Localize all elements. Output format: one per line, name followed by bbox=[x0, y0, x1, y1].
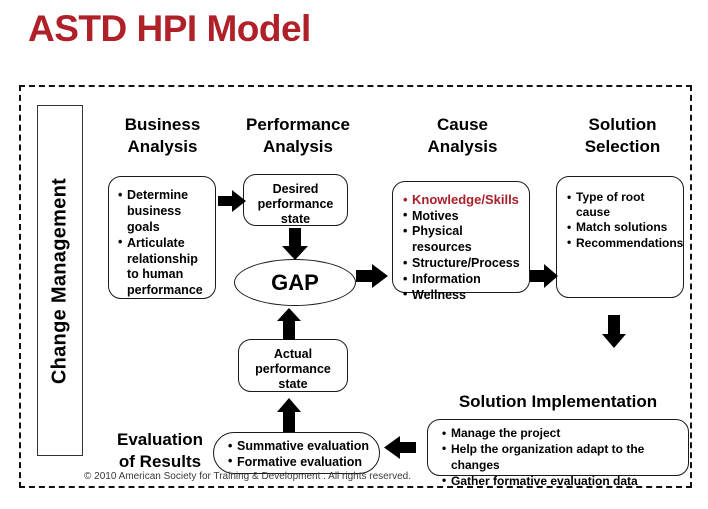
change-management-label: Change Management bbox=[48, 177, 71, 384]
list-item: Summative evaluation bbox=[228, 439, 375, 455]
list-item: Recommendations bbox=[567, 235, 683, 251]
change-management-bar: Change Management bbox=[37, 105, 83, 456]
column-header-solution-selection: Solution Selection bbox=[545, 114, 700, 158]
arrow-down-icon bbox=[282, 228, 308, 260]
header-line-1: Performance bbox=[246, 115, 350, 134]
cause-analysis-box: Knowledge/Skills Motives Physical resour… bbox=[392, 181, 530, 303]
list-item: Physical resources bbox=[403, 224, 525, 256]
header-line-2: Selection bbox=[584, 136, 661, 156]
list-item: Formative evaluation bbox=[228, 454, 375, 471]
header-line-1: Business bbox=[124, 115, 201, 134]
list-item: Wellness bbox=[403, 287, 525, 304]
list-item-highlighted: Knowledge/Skills bbox=[403, 192, 525, 209]
evaluation-of-results-label: Evaluation of Results bbox=[110, 429, 210, 473]
actual-performance-state-label: Actual performance state bbox=[255, 347, 331, 391]
actual-performance-state-box: Actual performance state bbox=[238, 339, 348, 392]
business-analysis-bullet-list: Determine business goals Articulate rela… bbox=[109, 177, 215, 299]
header-line-2: Analysis bbox=[127, 136, 198, 156]
solution-selection-box: Type of root cause Match solutions Recom… bbox=[556, 176, 684, 298]
header-line-2: Analysis bbox=[427, 136, 498, 156]
solution-implementation-box: Manage the project Help the organization… bbox=[427, 419, 689, 489]
arrow-left-icon bbox=[384, 436, 416, 459]
list-item: Information bbox=[403, 272, 525, 288]
label-line-2: of Results bbox=[118, 451, 202, 471]
solution-implementation-bullet-list: Manage the project Help the organization… bbox=[428, 420, 688, 490]
arrow-right-icon bbox=[356, 264, 388, 288]
header-line-1: Cause bbox=[436, 115, 489, 134]
header-line-2: Analysis bbox=[263, 136, 333, 156]
list-item: Determine business goals bbox=[118, 188, 210, 236]
arrow-down-icon bbox=[602, 315, 626, 348]
list-item: Match solutions bbox=[567, 220, 679, 235]
column-header-performance-analysis: Performance Analysis bbox=[228, 114, 368, 158]
label-line-1: Evaluation bbox=[117, 430, 203, 449]
list-item: Manage the project bbox=[442, 426, 684, 442]
arrow-right-icon bbox=[530, 264, 558, 288]
list-item: Gather formative evaluation data bbox=[442, 473, 684, 490]
diagram-outer-frame bbox=[19, 85, 692, 488]
desired-performance-state-box: Desired performance state bbox=[243, 174, 348, 226]
cause-analysis-bullet-list: Knowledge/Skills Motives Physical resour… bbox=[393, 182, 529, 304]
list-item: Help the organization adapt to the chang… bbox=[442, 441, 684, 474]
column-header-business-analysis: Business Analysis bbox=[100, 114, 225, 158]
list-item: Type of root cause bbox=[567, 189, 679, 220]
evaluation-bullet-list: Summative evaluation Formative evaluatio… bbox=[214, 433, 379, 471]
page-title: ASTD HPI Model bbox=[28, 8, 311, 49]
list-item: Articulate relationship to human perform… bbox=[118, 235, 210, 300]
desired-performance-state-label: Desired performance state bbox=[257, 182, 334, 226]
solution-selection-bullet-list: Type of root cause Match solutions Recom… bbox=[557, 177, 683, 251]
arrow-right-icon bbox=[218, 190, 246, 212]
solution-implementation-heading: Solution Implementation bbox=[458, 392, 658, 411]
header-line-1: Solution bbox=[588, 115, 657, 134]
list-item: Structure/Process bbox=[403, 256, 525, 272]
list-item: Motives bbox=[403, 208, 525, 225]
business-analysis-box: Determine business goals Articulate rela… bbox=[108, 176, 216, 299]
gap-label: GAP bbox=[271, 269, 319, 295]
arrow-up-icon bbox=[277, 308, 301, 340]
arrow-up-icon bbox=[277, 398, 301, 432]
gap-ellipse: GAP bbox=[234, 259, 356, 306]
copyright-notice: © 2010 American Society for Training & D… bbox=[84, 471, 411, 482]
evaluation-of-results-box: Summative evaluation Formative evaluatio… bbox=[213, 432, 380, 474]
column-header-cause-analysis: Cause Analysis bbox=[385, 114, 540, 158]
